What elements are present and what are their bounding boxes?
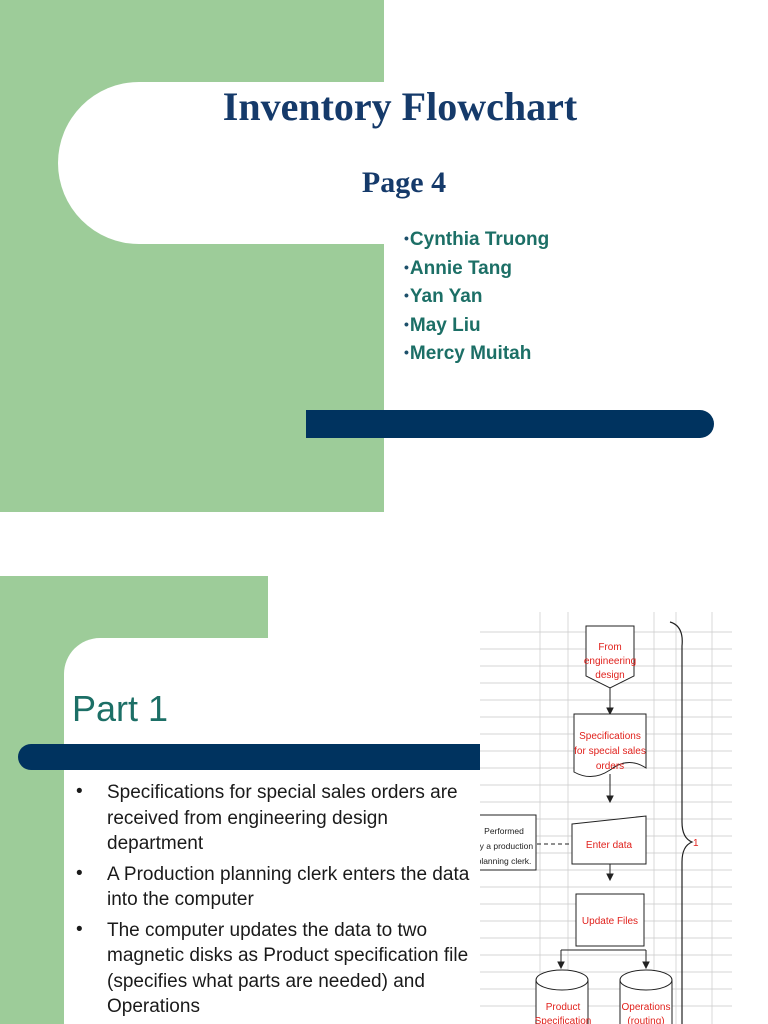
flow-label: engineering <box>584 656 636 667</box>
flow-label: Specifications <box>579 731 641 742</box>
bullet-icon: • <box>404 344 409 360</box>
bullet-text: The computer updates the data to two mag… <box>107 919 469 1018</box>
author-item: •Yan Yan <box>404 283 549 312</box>
disk-symbol-right <box>619 969 673 1024</box>
flowchart-image: From engineering design Specifications f… <box>480 612 732 1024</box>
flow-label: orders <box>596 761 624 772</box>
bullet-list: • Specifications for special sales orders… <box>74 780 474 1024</box>
bullet-icon: • <box>404 258 409 275</box>
bullet-icon: • <box>404 230 409 246</box>
author-name: Cynthia Truong <box>409 229 550 250</box>
flow-label: Performed <box>484 826 524 836</box>
author-item: •Cynthia Truong <box>404 226 549 255</box>
bullet-icon: • <box>404 287 409 303</box>
title-slide: Inventory Flowchart Page 4 •Cynthia Truo… <box>0 0 768 512</box>
flow-label: Product <box>546 1002 581 1013</box>
content-slide: Part 1 • Specifications for special sales… <box>0 512 768 1024</box>
bullet-text: A Production planning clerk enters the d… <box>107 863 470 911</box>
flow-label: planning clerk. <box>480 856 531 866</box>
title-banner <box>58 82 768 244</box>
bullet-item: • Specifications for special sales orders… <box>74 780 474 857</box>
slide-subtitle: Page 4 <box>361 166 447 199</box>
brace-symbol <box>669 621 694 1024</box>
document-symbol <box>573 713 647 777</box>
bullet-item: • The computer updates the data to two ma… <box>74 918 474 1020</box>
flow-label: 1 <box>693 838 699 849</box>
author-name: Yan Yan <box>409 286 483 307</box>
flow-label: by a production <box>480 841 533 851</box>
bullet-item: • A Production planning clerk enters the … <box>74 862 474 913</box>
start-symbol <box>585 625 635 689</box>
bullet-icon: • <box>76 918 83 940</box>
flow-label: for special sales <box>574 746 646 757</box>
author-item: •Mercy Muitah <box>404 340 549 369</box>
bullet-text: Specifications for special sales orders … <box>107 782 458 854</box>
manual-input-symbol <box>571 815 647 865</box>
flow-label: Operations <box>622 1002 671 1013</box>
bullet-icon: • <box>76 862 83 884</box>
flow-label: Enter data <box>586 840 633 851</box>
author-list: •Cynthia Truong •Annie Tang •Yan Yan •Ma… <box>404 226 549 369</box>
bullet-icon: • <box>404 315 409 332</box>
author-name: May Liu <box>409 314 481 336</box>
author-name: Mercy Muitah <box>409 343 532 364</box>
flow-label: Update Files <box>582 916 638 927</box>
author-item: •May Liu <box>404 312 549 341</box>
flow-label: (routing) <box>627 1016 664 1024</box>
bullet-icon: • <box>76 781 83 802</box>
annotation-bracket <box>480 814 537 871</box>
navy-accent-bar <box>306 410 714 438</box>
navy-accent-bar <box>18 744 488 770</box>
flow-label: design <box>595 670 624 681</box>
slide-title: Inventory Flowchart <box>222 84 578 129</box>
author-name: Annie Tang <box>409 257 512 279</box>
slide-title: Part 1 <box>72 688 169 729</box>
flow-label: From <box>598 642 621 653</box>
process-symbol <box>575 893 645 947</box>
author-item: •Annie Tang <box>404 255 549 284</box>
flow-label: Specification <box>535 1016 592 1024</box>
disk-symbol-left <box>535 969 589 1024</box>
